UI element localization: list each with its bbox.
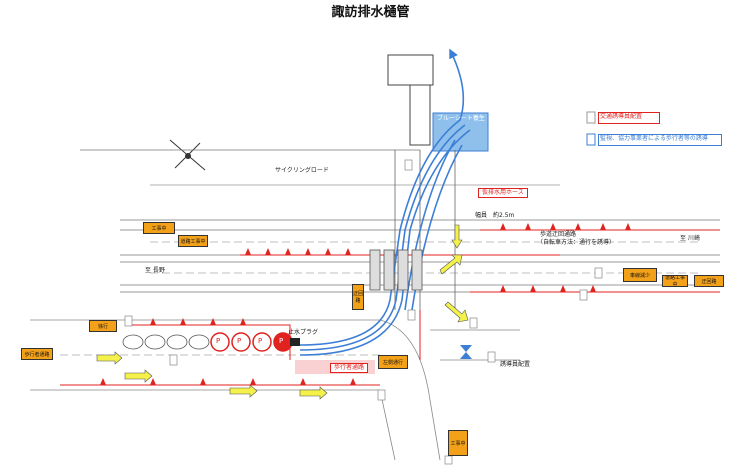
guard-markers: [124, 159, 603, 465]
legend-worker-box: [598, 134, 722, 146]
compass-icon: [169, 139, 206, 171]
traffic-cones: [100, 223, 631, 385]
sign-detour-right: 迂回路: [694, 275, 724, 287]
p-mark-1: P: [216, 337, 221, 345]
pump-trucks: [210, 332, 300, 352]
direction-left-label: 至 長野: [145, 267, 165, 274]
sign-pedestrian: 歩行者通路: [21, 348, 53, 360]
sign-narrow: 車線減少: [623, 268, 657, 282]
legend-guard-box: [598, 112, 660, 124]
plug-label: 止水プラグ: [288, 329, 319, 336]
outfall-pipe-structure: [409, 84, 431, 146]
manholes: [369, 249, 423, 291]
diagram-title: 諏訪排水樋管: [331, 5, 410, 20]
legend-markers: [586, 111, 596, 146]
p-mark-2: P: [237, 337, 242, 345]
sign-slow: 徐行: [89, 320, 117, 332]
sign-left: 左側通行: [378, 355, 408, 369]
p-mark-3: P: [258, 337, 263, 345]
sign-caution-bottom: 工事中: [448, 430, 468, 456]
valve-icon: [460, 345, 472, 359]
cycling-road-label: サイクリングロード: [275, 167, 329, 174]
width-label: 幅員 約2.5m: [475, 212, 515, 219]
sign-road: 道路工事中: [178, 235, 208, 247]
blue-sheet-label: ブルーシート養生: [437, 115, 485, 122]
legend-guard-label: 交通誘導員配置: [600, 113, 643, 120]
hose-reels: [122, 334, 210, 350]
p-mark-4: P: [279, 337, 284, 345]
legend-worker-label: 監視、協力事業者による歩行者等の誘導: [600, 135, 708, 142]
detour-label: 歩道迂回通路: [540, 231, 577, 238]
outfall-building: [387, 54, 434, 86]
sign-detour: 迂回路: [352, 284, 364, 310]
sidewalk-label: 歩行者通路: [330, 363, 369, 373]
traffic-direction-arrows: [96, 224, 469, 400]
discharge-hoses: [299, 48, 471, 356]
sign-caution: 工事中: [143, 222, 175, 234]
guide-label: 誘導員配置: [500, 361, 531, 368]
detour-sub-label: （自転車方法：通行を誘導）: [537, 239, 616, 246]
direction-right-label: 至 川崎: [680, 235, 700, 242]
hose-label: 仮排水用ホース: [478, 188, 528, 198]
sign-road-right: 道路工事中: [662, 275, 688, 287]
